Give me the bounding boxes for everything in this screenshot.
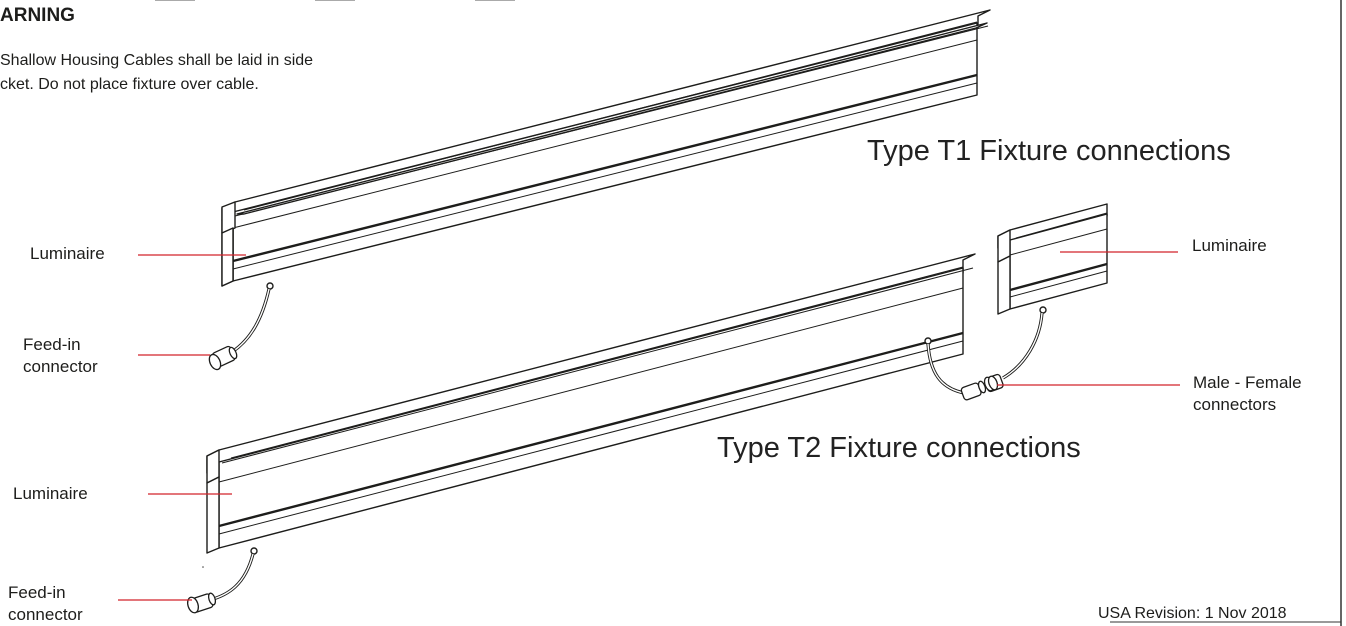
label-t2-feed-in-line2: connector — [8, 605, 83, 624]
luminaire-right — [997, 203, 1108, 315]
t2-heading: Type T2 Fixture connections — [717, 432, 1081, 464]
warning-text: Shallow Housing Cables shall be laid in … — [0, 49, 440, 97]
luminaire-t1 — [221, 9, 991, 290]
t1-heading: Type T1 Fixture connections — [867, 135, 1231, 167]
label-t2-feed-in-line1: Feed-in — [8, 583, 66, 602]
label-t1-feed-in-line1: Feed-in — [23, 335, 81, 354]
label-t1-luminaire: Luminaire — [30, 244, 105, 263]
warning-line-2: cket. Do not place fixture over cable. — [0, 76, 259, 93]
label-male-female-line1: Male - Female — [1193, 373, 1302, 392]
leader-lines — [118, 251, 1180, 601]
label-t2-feed-in: Feed-in connector — [8, 582, 83, 626]
label-t1-feed-in: Feed-in connector — [23, 334, 98, 378]
male-female-connectors — [960, 373, 1004, 401]
feed-in-connector-t1 — [208, 345, 238, 371]
warning-title: ARNING — [0, 5, 75, 26]
label-right-luminaire: Luminaire — [1192, 236, 1267, 255]
luminaire-t2 — [206, 253, 976, 555]
warning-line-1: Shallow Housing Cables shall be laid in … — [0, 52, 314, 69]
label-male-female: Male - Female connectors — [1193, 372, 1302, 416]
feed-in-cable-t2 — [209, 553, 255, 602]
feed-in-connector-t2 — [186, 592, 217, 614]
feed-in-cable-t1 — [231, 288, 271, 354]
label-t1-feed-in-line2: connector — [23, 357, 98, 376]
label-t2-luminaire: Luminaire — [13, 484, 88, 503]
female-cable — [1002, 312, 1044, 380]
label-male-female-line2: connectors — [1193, 395, 1277, 414]
revision-note: USA Revision: 1 Nov 2018 — [1098, 605, 1287, 622]
